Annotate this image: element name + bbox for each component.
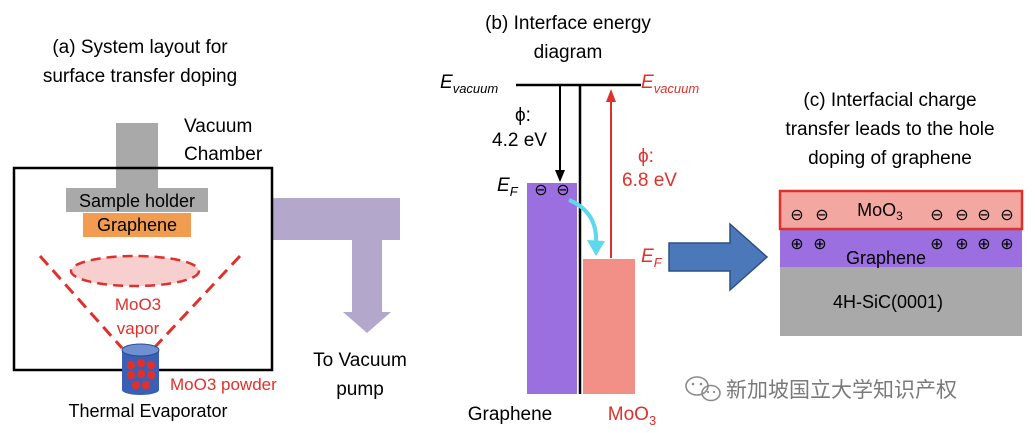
- watermark-text: 新加坡国立大学知识产权: [726, 379, 957, 402]
- to-vacuum-label-1: To Vacuum: [313, 350, 407, 371]
- hole-symbol: ⊕: [977, 236, 990, 253]
- panel-c: (c) Interfacial charge transfer leads to…: [778, 90, 1024, 336]
- electron-symbol: ⊖: [556, 182, 569, 199]
- thermal-evaporator: [121, 343, 160, 395]
- graphene-band-label: Graphene: [468, 404, 553, 425]
- graphene-band: [527, 183, 577, 394]
- hole-symbol: ⊕: [790, 236, 803, 253]
- moo3-vapor-label-1: MoO3: [115, 295, 161, 314]
- graphene-layer: [780, 229, 1022, 267]
- electron-symbol: ⊖: [930, 207, 943, 224]
- moo3-layer: [778, 189, 1024, 231]
- sample-holder-stem: [116, 123, 158, 189]
- ef-graphene-label: EF: [497, 175, 519, 199]
- vacuum-chamber-label-1: Vacuum: [184, 116, 252, 137]
- moo3-layer-label: MoO3: [857, 200, 903, 223]
- sample-holder: [66, 188, 208, 212]
- moo3-powder-label: MoO3 powder: [170, 375, 277, 394]
- panel-c-title-line3: doping of graphene: [808, 148, 972, 169]
- panel-b-title-line2: diagram: [534, 42, 603, 63]
- moo3-vapor-label-2: vapor: [117, 319, 160, 338]
- to-vacuum-label-2: pump: [336, 379, 384, 400]
- hole-symbol: ⊕: [930, 236, 943, 253]
- hole-symbol: ⊕: [955, 236, 968, 253]
- vapor-cone-right: [152, 254, 242, 350]
- panel-a: (a) System layout for surface transfer d…: [12, 37, 407, 421]
- graphene-sample: [83, 213, 191, 237]
- phi-graphene-arrowhead: [555, 170, 565, 182]
- electron-symbol: ⊖: [790, 207, 803, 224]
- charge-transfer-arrowhead: [587, 240, 605, 256]
- wechat-icon: [685, 376, 721, 402]
- electron-symbol: ⊖: [815, 207, 828, 224]
- charge-transfer-arrow: [568, 198, 599, 245]
- sic-substrate: [780, 262, 1022, 336]
- sample-holder-label: Sample holder: [79, 191, 195, 211]
- hole-symbol: ⊕: [813, 236, 826, 253]
- electron-symbol: ⊖: [534, 182, 547, 199]
- phi-moo3-symbol: ϕ:: [638, 146, 654, 167]
- thermal-evaporator-label: Thermal Evaporator: [68, 401, 227, 421]
- panel-c-title-line2: transfer leads to the hole: [785, 119, 994, 140]
- electron-symbol: ⊖: [955, 207, 968, 224]
- vacuum-pipe: [272, 198, 400, 333]
- graphene-layer-label: Graphene: [846, 248, 926, 268]
- transition-arrow: [668, 222, 769, 292]
- panel-a-title-line2: surface transfer doping: [43, 66, 237, 87]
- e-vacuum-label-left: Evacuum: [440, 72, 498, 96]
- panel-c-title-line1: (c) Interfacial charge: [803, 90, 976, 111]
- phi-moo3-value: 6.8 eV: [622, 170, 677, 191]
- panel-b-title-line1: (b) Interface energy: [485, 13, 651, 34]
- hole-symbol: ⊕: [1000, 236, 1013, 253]
- vapor-cone-left: [38, 255, 124, 349]
- graphene-sample-label: Graphene: [97, 215, 177, 235]
- moo3-band-label: MoO3: [608, 404, 656, 428]
- vacuum-chamber-label-2: Chamber: [184, 144, 263, 165]
- sic-substrate-label: 4H-SiC(0001): [833, 292, 943, 312]
- e-vacuum-label-right: Evacuum: [641, 72, 699, 96]
- moo3-band: [583, 259, 635, 394]
- ef-moo3-label: EF: [641, 246, 663, 270]
- electron-symbol: ⊖: [1000, 207, 1013, 224]
- vapor-deposit-ellipse: [69, 254, 201, 288]
- panel-a-title-line1: (a) System layout for: [52, 37, 228, 58]
- phi-graphene-symbol: ϕ:: [515, 105, 531, 126]
- phi-graphene-value: 4.2 eV: [492, 130, 547, 151]
- electron-symbol: ⊖: [977, 207, 990, 224]
- watermark: 新加坡国立大学知识产权: [685, 376, 957, 402]
- panel-b: (b) Interface energy diagram Evacuum Eva…: [440, 13, 699, 428]
- phi-moo3-arrowhead-top: [606, 89, 616, 102]
